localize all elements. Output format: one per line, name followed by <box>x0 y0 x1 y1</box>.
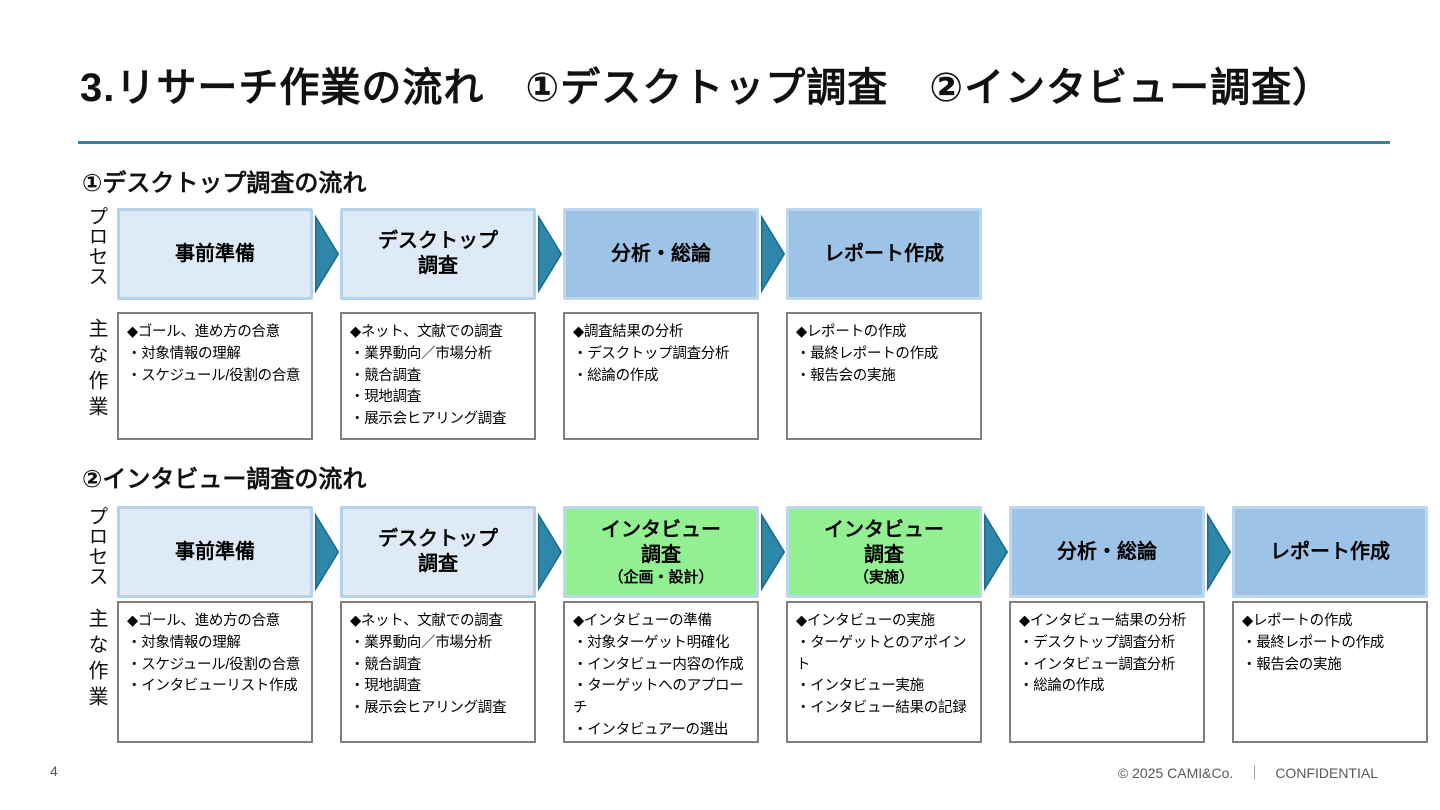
task-detail-box: ◆インタビューの準備 ・対象ターゲット明確化 ・インタビュー内容の作成 ・ターゲ… <box>563 601 759 743</box>
detail-gap <box>313 312 340 440</box>
process-step-preparation: 事前準備 <box>117 506 313 598</box>
page-number: 4 <box>50 763 58 779</box>
flow1-process-row: 事前準備 デスクトップ 調査 分析・総論 レポート作成 <box>117 208 982 300</box>
process-step-label: 分析・総論 <box>611 242 711 265</box>
process-step-interview-execution: インタビュー 調査 （実施） <box>786 506 982 598</box>
process-step-analysis: 分析・総論 <box>1009 506 1205 598</box>
flow1-heading: ①デスクトップ調査の流れ <box>82 170 367 197</box>
flow2-process-row: 事前準備 デスクトップ 調査 インタビュー 調査 （企画・設計） インタビュー … <box>117 506 1428 598</box>
process-step-interview-planning: インタビュー 調査 （企画・設計） <box>563 506 759 598</box>
main-tasks-axis-label: 主な作業 <box>85 318 107 422</box>
process-axis-label: プロセス <box>85 206 107 286</box>
flow-arrow-icon <box>759 208 786 300</box>
process-step-sublabel: （企画・設計） <box>608 568 714 586</box>
title-underline <box>78 141 1390 144</box>
detail-gap <box>536 601 563 743</box>
detail-gap <box>982 601 1009 743</box>
process-step-label: インタビュー 調査 <box>601 518 721 566</box>
flow-arrow-icon <box>982 506 1009 598</box>
flow-arrow-icon <box>313 506 340 598</box>
task-detail-box: ◆レポートの作成 ・最終レポートの作成 ・報告会の実施 <box>1232 601 1428 743</box>
process-step-label: デスクトップ 調査 <box>378 230 498 277</box>
flow2-heading: ②インタビュー調査の流れ <box>82 466 367 493</box>
process-step-preparation: 事前準備 <box>117 208 313 300</box>
process-step-label: レポート作成 <box>824 242 944 265</box>
process-step-label: レポート作成 <box>1270 540 1390 563</box>
flow1-details-row: ◆ゴール、進め方の合意 ・対象情報の理解 ・スケジュール/役割の合意 ◆ネット、… <box>117 312 982 440</box>
process-step-sublabel: （実施） <box>853 568 914 586</box>
task-detail-box: ◆インタビュー結果の分析 ・デスクトップ調査分析 ・インタビュー調査分析 ・総論… <box>1009 601 1205 743</box>
flow-arrow-icon <box>536 506 563 598</box>
flow-arrow-icon <box>1205 506 1232 598</box>
process-step-report: レポート作成 <box>1232 506 1428 598</box>
flow2-details-row: ◆ゴール、進め方の合意 ・対象情報の理解 ・スケジュール/役割の合意 ・インタビ… <box>117 601 1428 743</box>
process-step-label: インタビュー 調査 <box>824 518 944 566</box>
footer-separator: ｜ <box>1247 765 1262 781</box>
task-detail-box: ◆インタビューの実施 ・ターゲットとのアポイント ・インタビュー実施 ・インタビ… <box>786 601 982 743</box>
detail-gap <box>759 312 786 440</box>
process-step-desktop-research: デスクトップ 調査 <box>340 208 536 300</box>
process-step-desktop-research: デスクトップ 調査 <box>340 506 536 598</box>
process-step-label: デスクトップ 調査 <box>378 528 498 575</box>
page-title: 3.リサーチ作業の流れ ①デスクトップ調査 ②インタビュー調査） <box>80 66 1334 110</box>
flow-arrow-icon <box>313 208 340 300</box>
footer-copyright: © 2025 CAMI&Co. <box>1117 765 1234 781</box>
footer: © 2025 CAMI&Co. ｜ CONFIDENTIAL <box>1118 763 1378 783</box>
process-step-report: レポート作成 <box>786 208 982 300</box>
task-detail-box: ◆調査結果の分析 ・デスクトップ調査分析 ・総論の作成 <box>563 312 759 440</box>
process-step-label: 事前準備 <box>175 540 255 563</box>
flow-arrow-icon <box>536 208 563 300</box>
task-detail-box: ◆ネット、文献での調査 ・業界動向／市場分析 ・競合調査 ・現地調査 ・展示会ヒ… <box>340 312 536 440</box>
task-detail-box: ◆ゴール、進め方の合意 ・対象情報の理解 ・スケジュール/役割の合意 <box>117 312 313 440</box>
detail-gap <box>536 312 563 440</box>
task-detail-box: ◆ネット、文献での調査 ・業界動向／市場分析 ・競合調査 ・現地調査 ・展示会ヒ… <box>340 601 536 743</box>
detail-gap <box>313 601 340 743</box>
footer-confidential-label: CONFIDENTIAL <box>1275 765 1378 781</box>
task-detail-box: ◆レポートの作成 ・最終レポートの作成 ・報告会の実施 <box>786 312 982 440</box>
process-step-label: 分析・総論 <box>1057 540 1157 563</box>
detail-gap <box>759 601 786 743</box>
task-detail-box: ◆ゴール、進め方の合意 ・対象情報の理解 ・スケジュール/役割の合意 ・インタビ… <box>117 601 313 743</box>
process-step-analysis: 分析・総論 <box>563 208 759 300</box>
detail-gap <box>1205 601 1232 743</box>
process-step-label: 事前準備 <box>175 242 255 265</box>
flow-arrow-icon <box>759 506 786 598</box>
process-axis-label: プロセス <box>85 506 107 586</box>
main-tasks-axis-label: 主な作業 <box>85 608 107 712</box>
